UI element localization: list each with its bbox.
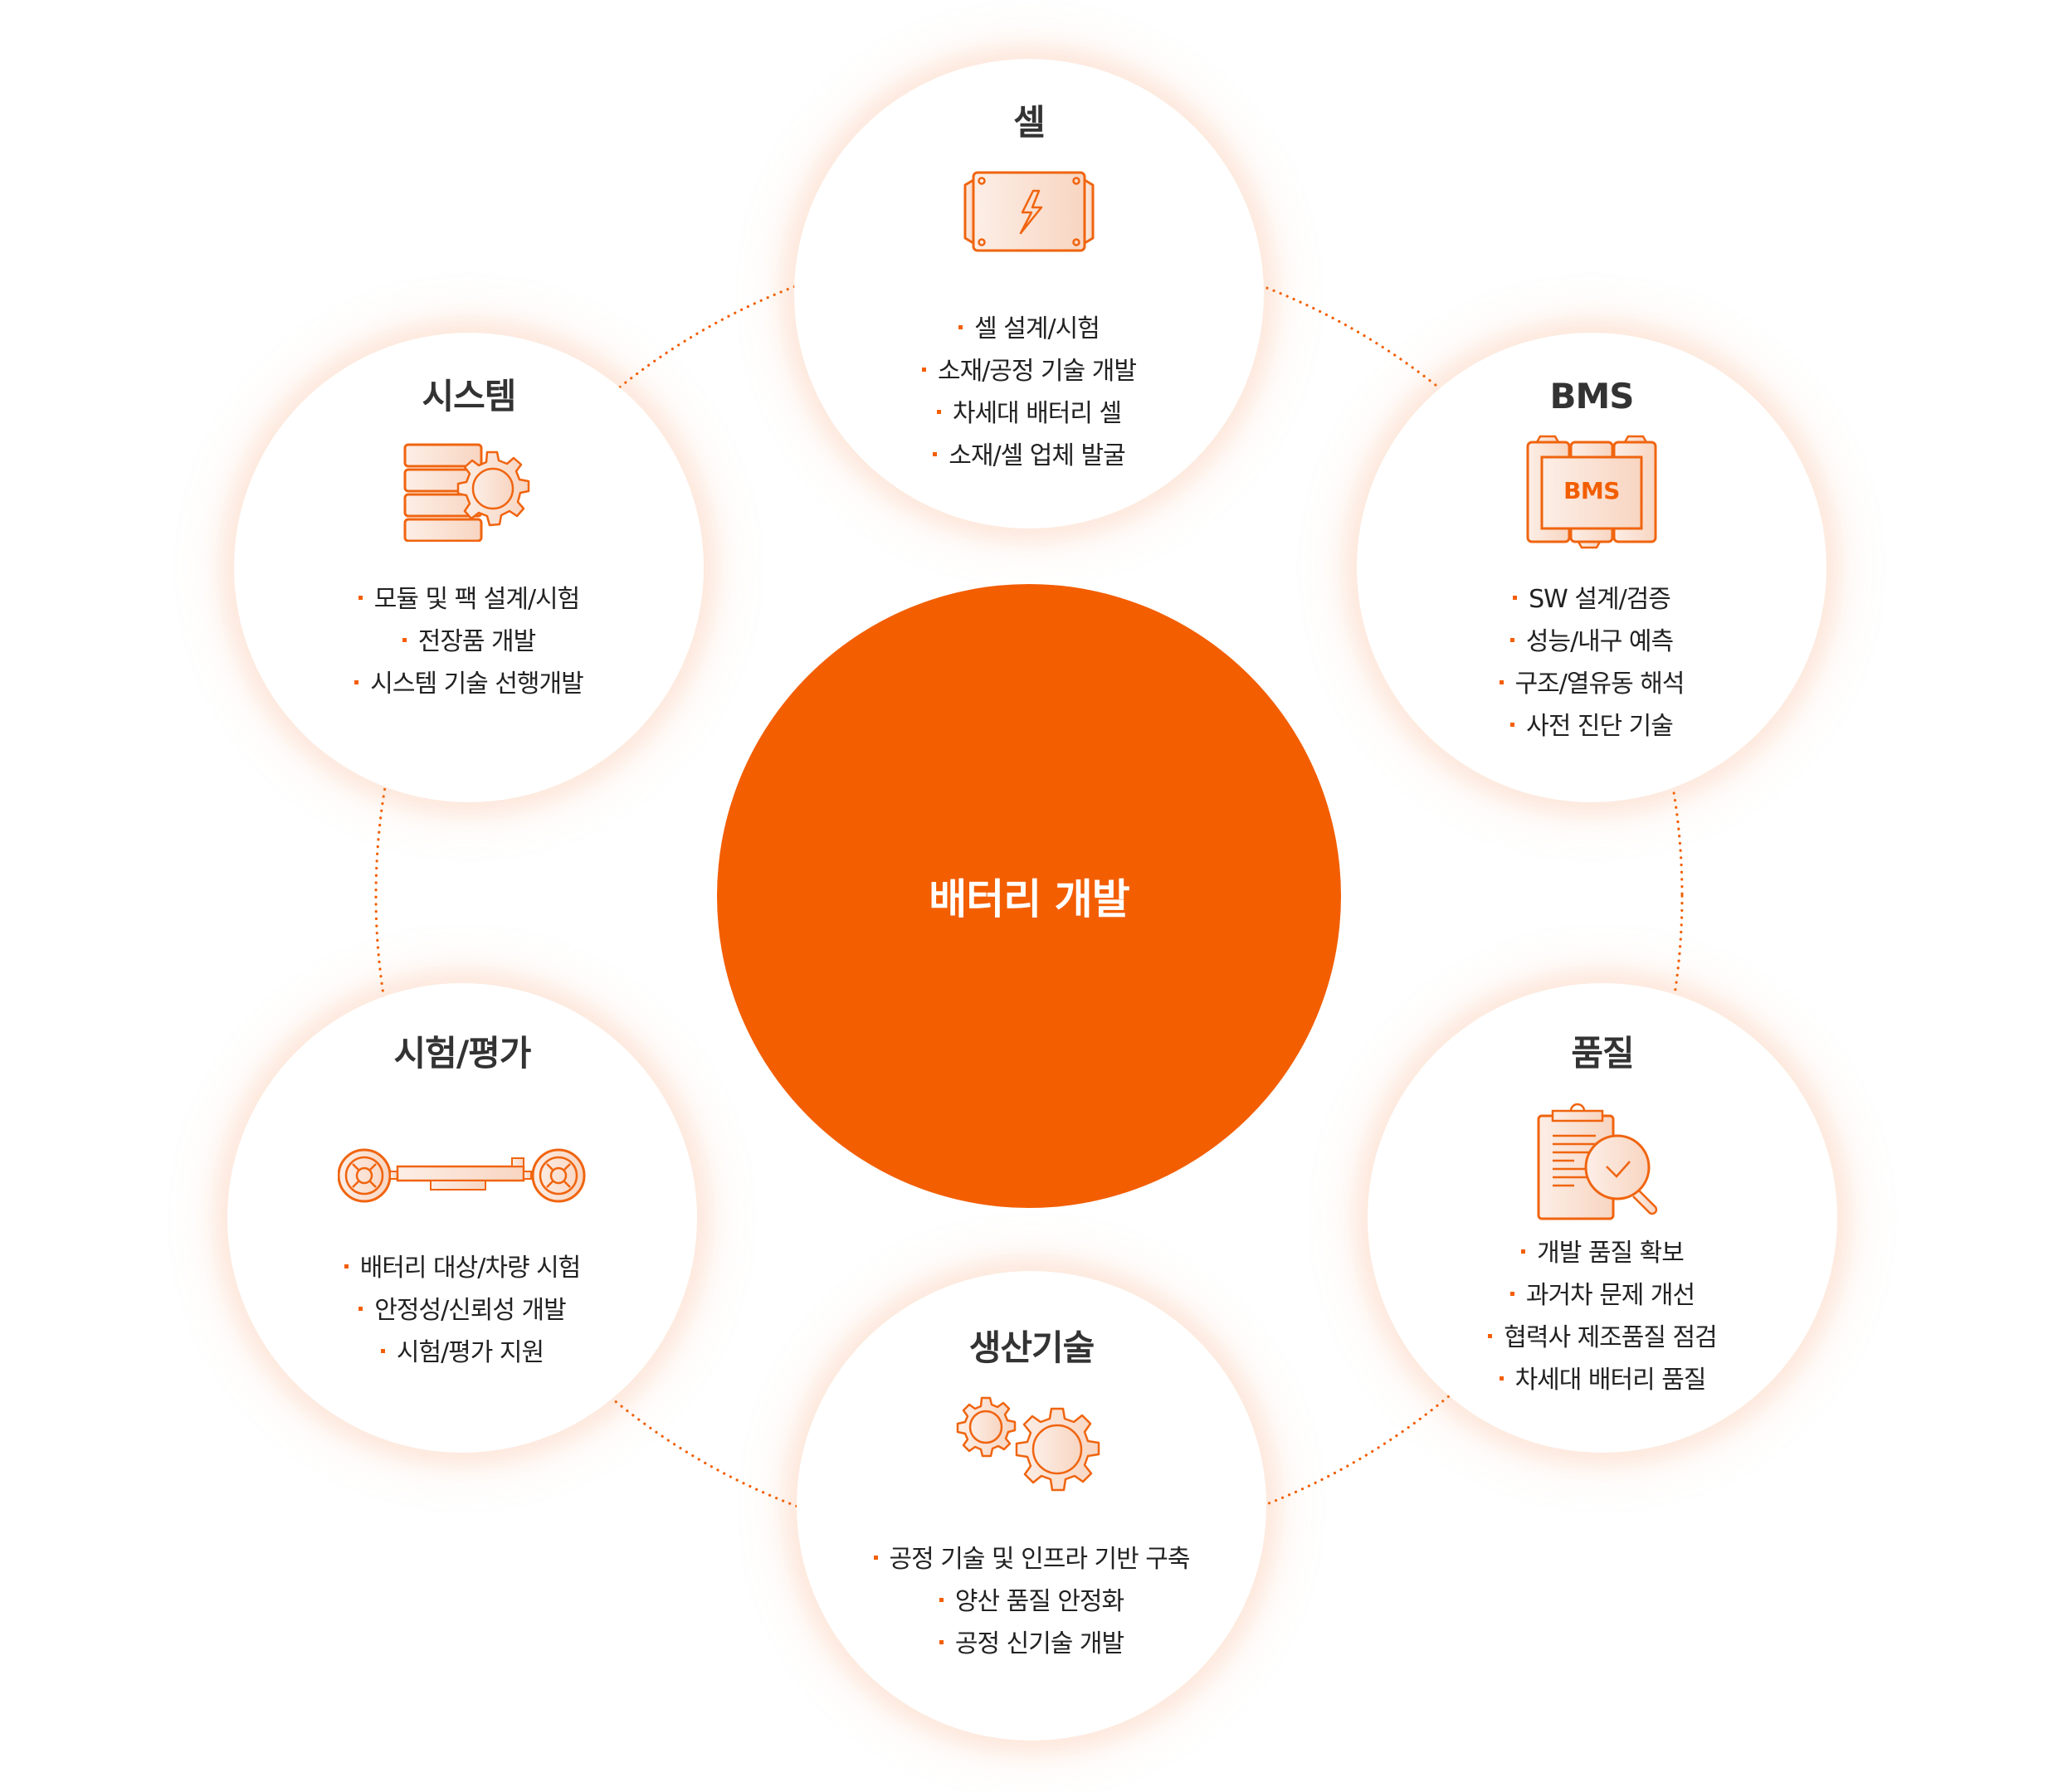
bullet-icon [1521, 1249, 1526, 1254]
node-production-technology: 생산기술 공정 기술 및 인프라 기반 구축 양산 품질 안정화 공정 신기술 … [797, 1271, 1266, 1741]
bullet-icon [958, 325, 963, 329]
clipboard-magnifier-icon [1536, 1103, 1669, 1224]
bullet-icon [1509, 638, 1514, 642]
list-item: 공정 기술 및 인프라 기반 구축 [797, 1538, 1266, 1580]
bullet-icon [939, 1640, 944, 1644]
bullet-icon [358, 1307, 363, 1311]
list-item: 성능/내구 예측 [1357, 621, 1826, 663]
node-title: 시험/평가 [393, 1033, 532, 1074]
center-hub: 배터리 개발 [717, 584, 1341, 1208]
battery-cell-icon [962, 170, 1096, 256]
bullet-icon [936, 410, 941, 414]
bullet-icon [1499, 680, 1504, 684]
node-item-list: SW 설계/검증 성능/내구 예측 구조/열유동 해석 사전 진단 기술 [1357, 578, 1826, 747]
list-item: 모듈 및 팩 설계/시험 [234, 578, 704, 621]
list-item: 셀 설계/시험 [794, 308, 1264, 350]
list-item: 안정성/신뢰성 개발 [227, 1289, 697, 1332]
list-item: 시험/평가 지원 [227, 1332, 697, 1374]
bullet-icon [380, 1349, 385, 1353]
list-item: 협력사 제조품질 점검 [1368, 1317, 1837, 1359]
bullet-icon [873, 1556, 878, 1560]
list-item: 구조/열유동 해석 [1357, 663, 1826, 705]
node-title: 시스템 [422, 376, 517, 416]
node-title: 생산기술 [968, 1327, 1095, 1368]
bullet-icon [922, 368, 926, 372]
node-item-list: 배터리 대상/차량 시험 안정성/신뢰성 개발 시험/평가 지원 [227, 1247, 697, 1374]
axle-wheels-icon [337, 1146, 587, 1209]
node-title: 셀 [1013, 102, 1046, 143]
list-item: 배터리 대상/차량 시험 [227, 1247, 697, 1289]
list-item: 공정 신기술 개발 [797, 1623, 1266, 1665]
center-label: 배터리 개발 [929, 875, 1129, 923]
node-item-list: 모듈 및 팩 설계/시험 전장품 개발 시스템 기술 선행개발 [234, 578, 704, 705]
node-system: 시스템 모듈 및 팩 설계/시험 전장품 개발 시스템 기술 선행개발 [234, 333, 704, 802]
bullet-icon [358, 596, 363, 600]
node-item-list: 공정 기술 및 인프라 기반 구축 양산 품질 안정화 공정 신기술 개발 [797, 1538, 1266, 1665]
list-item: 소재/공정 기술 개발 [794, 350, 1264, 392]
node-item-list: 개발 품질 확보 과거차 문제 개선 협력사 제조품질 점검 차세대 배터리 품… [1368, 1232, 1837, 1401]
gears-icon [954, 1395, 1109, 1503]
bullet-icon [1499, 1376, 1504, 1381]
node-cell: 셀 셀 설계/시험 소재/공정 기술 개발 차세대 배터리 셀 소재/셀 업체 … [794, 59, 1264, 528]
node-test-evaluation: 시험/평가 배터리 대상/차량 시험 안정성/신뢰성 개발 시험/평 [227, 983, 697, 1453]
list-item: 차세대 배터리 셀 [794, 392, 1264, 435]
bullet-icon [939, 1598, 944, 1602]
bullet-icon [344, 1264, 349, 1269]
node-quality: 품질 개발 품질 확보 과거차 문제 개선 협력사 제조품질 점검 차세대 배터… [1368, 983, 1837, 1453]
node-bms: BMS BMS SW 설계/검증 성능/내구 예측 구조/열유동 해석 사전 진… [1357, 333, 1826, 802]
module-gear-icon [402, 442, 535, 545]
list-item: SW 설계/검증 [1357, 578, 1826, 621]
list-item: 개발 품질 확보 [1368, 1232, 1837, 1274]
list-item: 소재/셀 업체 발굴 [794, 435, 1264, 477]
bullet-icon [1488, 1334, 1493, 1338]
bullet-icon [933, 452, 938, 456]
node-item-list: 셀 설계/시험 소재/공정 기술 개발 차세대 배터리 셀 소재/셀 업체 발굴 [794, 308, 1264, 477]
node-title: BMS [1549, 376, 1634, 416]
list-item: 사전 진단 기술 [1357, 705, 1826, 747]
bullet-icon [1513, 596, 1518, 600]
bms-icon-label: BMS [1563, 477, 1620, 504]
bullet-icon [1509, 1292, 1514, 1296]
list-item: 전장품 개발 [234, 621, 704, 663]
list-item: 차세대 배터리 품질 [1368, 1359, 1837, 1401]
bms-board-icon: BMS [1525, 434, 1658, 553]
list-item: 시스템 기술 선행개발 [234, 663, 704, 705]
bullet-icon [1510, 723, 1515, 727]
bullet-icon [402, 638, 407, 642]
node-title: 품질 [1571, 1033, 1634, 1074]
list-item: 양산 품질 안정화 [797, 1580, 1266, 1623]
bullet-icon [354, 680, 359, 684]
list-item: 과거차 문제 개선 [1368, 1274, 1837, 1317]
